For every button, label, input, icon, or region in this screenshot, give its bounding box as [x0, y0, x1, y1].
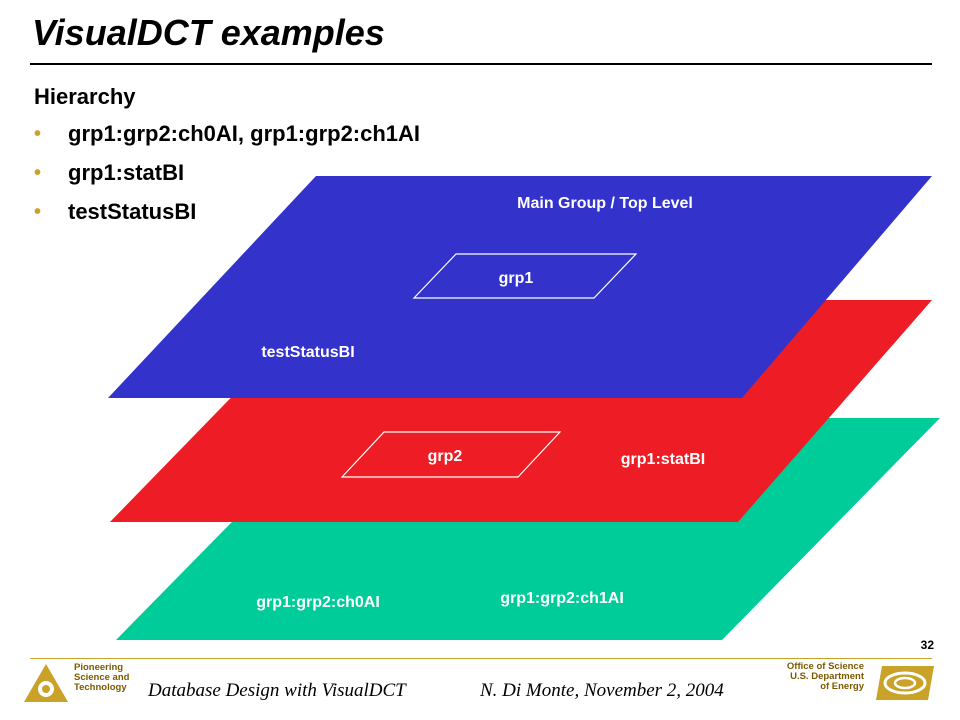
logo-line: Science and: [74, 672, 130, 683]
bullet-list: • grp1:grp2:ch0AI, grp1:grp2:ch1AI • grp1:…: [34, 118, 420, 235]
title-divider: [30, 63, 932, 65]
argonne-logo-text: Pioneering Science and Technology: [74, 663, 129, 693]
bullet-text: grp1:grp2:ch0AI, grp1:grp2:ch1AI: [68, 121, 421, 146]
test-status-label: testStatusBI: [261, 344, 354, 361]
bullet-dot-icon: •: [34, 201, 42, 223]
grp2-label: grp2: [428, 448, 463, 465]
bullet-text: grp1:statBI: [68, 160, 185, 185]
logo-line: U.S. Department: [790, 671, 864, 682]
bullet-item: • grp1:statBI: [34, 157, 420, 196]
footer-title: Database Design with VisualDCT: [148, 680, 406, 701]
bullet-item: • grp1:grp2:ch0AI, grp1:grp2:ch1AI: [34, 118, 420, 157]
argonne-logo-icon: [24, 664, 68, 702]
doe-logo-icon: [876, 666, 934, 700]
footer-author-date: N. Di Monte, November 2, 2004: [480, 680, 724, 701]
grp1-label: grp1: [499, 270, 534, 287]
grp2-box[interactable]: [340, 431, 562, 478]
logo-line: Pioneering: [74, 662, 124, 673]
stat-bi-label: grp1:statBI: [621, 451, 705, 468]
bullet-dot-icon: •: [34, 123, 42, 145]
grp1-box[interactable]: [412, 253, 638, 299]
doe-logo-text: Office of Science U.S. Department of Ene…: [787, 662, 864, 692]
top-layer-label: Main Group / Top Level: [517, 195, 693, 212]
top-layer: [108, 176, 932, 398]
section-heading: Hierarchy: [34, 84, 136, 109]
ch0-label: grp1:grp2:ch0AI: [256, 594, 380, 611]
logo-line: Technology: [74, 682, 127, 693]
bullet-text: testStatusBI: [68, 199, 197, 224]
logo-line: Office of Science: [786, 661, 864, 672]
logo-line: of Energy: [820, 681, 864, 692]
page-number: 32: [920, 638, 934, 652]
footer-divider: [30, 658, 932, 659]
ch1-label: grp1:grp2:ch1AI: [500, 590, 624, 607]
bullet-dot-icon: •: [34, 162, 42, 184]
slide-title: VisualDCT examples: [32, 12, 385, 53]
bullet-item: • testStatusBI: [34, 196, 420, 235]
